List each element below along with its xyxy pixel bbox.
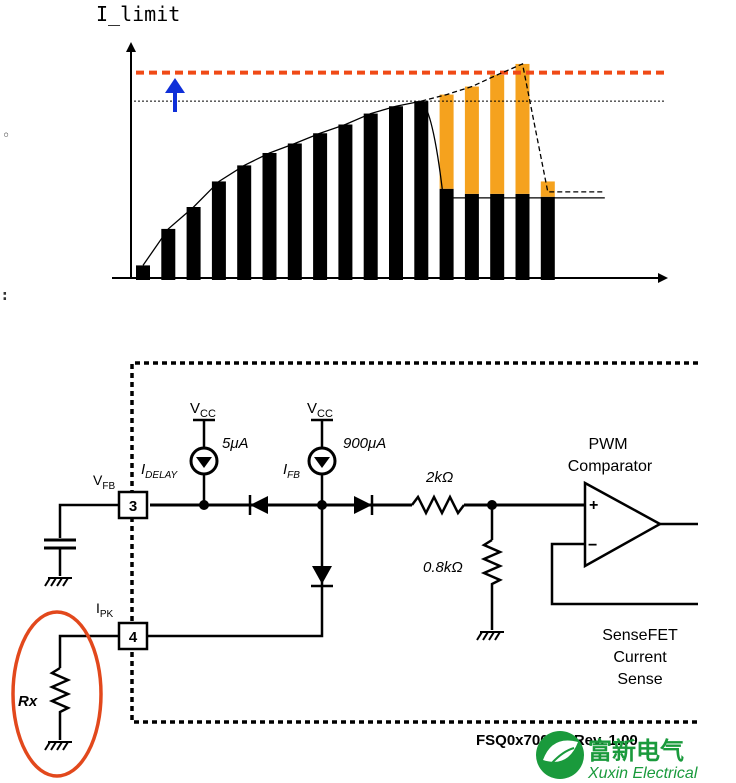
- plus-sign: +: [589, 497, 598, 514]
- pwm-comparator: [583, 480, 663, 569]
- excess-pulse-bar: [515, 63, 530, 194]
- pulse-bar: [287, 143, 302, 280]
- sense-label-line1: SenseFET: [602, 627, 678, 644]
- ipk-label: IPK: [96, 600, 114, 620]
- current-900ua-label: 900μA: [343, 435, 386, 452]
- pulse-bar: [515, 193, 530, 280]
- resistor-2k: [411, 494, 465, 516]
- current-5ua-label: 5μA: [222, 435, 249, 452]
- junction-dot: [199, 500, 209, 510]
- pin-4-label: 4: [129, 629, 138, 646]
- pin-4-box: [117, 621, 149, 651]
- vcc-label-900ua: VCC: [307, 400, 333, 420]
- pulse-bar: [262, 152, 277, 280]
- pulse-bar: [161, 228, 176, 280]
- pin-3-label: 3: [129, 498, 137, 515]
- excess-pulse-bar: [464, 86, 479, 194]
- diode-right: [354, 495, 374, 515]
- ic-boundary: [130, 361, 698, 724]
- rx-wire: [58, 634, 118, 668]
- pulse-bar: [464, 193, 479, 280]
- fb-external-wire: [58, 503, 118, 538]
- bullet-mark: ◦: [2, 128, 11, 144]
- pulse-bar: [490, 193, 505, 280]
- sense-label-line2: Current: [613, 649, 667, 666]
- current-limit-chart: I_limit: [96, 2, 668, 283]
- vfb-label: VFB: [93, 472, 115, 492]
- pulse-bar: [363, 113, 378, 280]
- excess-pulse-bar: [490, 74, 505, 194]
- circuit-diagram: [11, 361, 698, 778]
- pulse-bar: [540, 196, 555, 280]
- pulse-bar: [237, 165, 252, 280]
- pulse-bar: [313, 133, 328, 280]
- capacitor-symbol: [44, 538, 76, 576]
- pulse-bar: [389, 106, 403, 280]
- pulse-bar: [136, 265, 150, 280]
- resistor-08k-label: 0.8kΩ: [423, 559, 463, 576]
- vcc-label-5ua: VCC: [190, 400, 216, 420]
- ground-icon: [476, 631, 504, 641]
- colon-mark: :: [2, 288, 8, 304]
- resistor-08k: [480, 538, 504, 630]
- minus-sign: −: [588, 537, 597, 554]
- watermark-chinese: 富新电气: [588, 737, 684, 765]
- rx-highlight-circle: [11, 610, 103, 778]
- diode-down: [311, 505, 333, 588]
- pulse-bar: [338, 124, 353, 280]
- envelope-dashed: [421, 63, 605, 193]
- excess-pulse-bar: [439, 94, 454, 189]
- envelope-curve: [142, 100, 605, 266]
- ground-icon: [44, 577, 72, 587]
- pulse-bar: [414, 101, 429, 281]
- chart-title: I_limit: [96, 2, 180, 26]
- rx-resistor: [48, 666, 72, 740]
- diode-left: [248, 495, 268, 515]
- sense-feedback-wire: [550, 542, 698, 606]
- pulse-bar: [186, 207, 201, 280]
- pulse-bars: [136, 63, 555, 281]
- comparator-label-line1: PWM: [588, 436, 627, 453]
- circuit-labels: VCC VCC 5μA 900μA IDELAY IFB VFB IPK 3 4…: [18, 400, 678, 749]
- comparator-label-line2: Comparator: [568, 458, 653, 475]
- rx-label: Rx: [18, 693, 38, 710]
- ipk-wire: [148, 588, 324, 638]
- up-arrow-icon: [165, 78, 185, 112]
- i-delay-label: IDELAY: [141, 461, 179, 481]
- pin-3-box: [117, 490, 149, 520]
- watermark-english: Xuxin Electrical: [587, 765, 698, 782]
- resistor-2k-label: 2kΩ: [425, 469, 453, 486]
- i-fb-label: IFB: [283, 461, 300, 481]
- ground-icon: [44, 741, 72, 751]
- sense-label-line3: Sense: [617, 671, 662, 688]
- pulse-bar: [439, 188, 454, 280]
- pulse-bar: [211, 181, 226, 280]
- watermark-logo: 富新电气 Xuxin Electrical: [536, 731, 698, 782]
